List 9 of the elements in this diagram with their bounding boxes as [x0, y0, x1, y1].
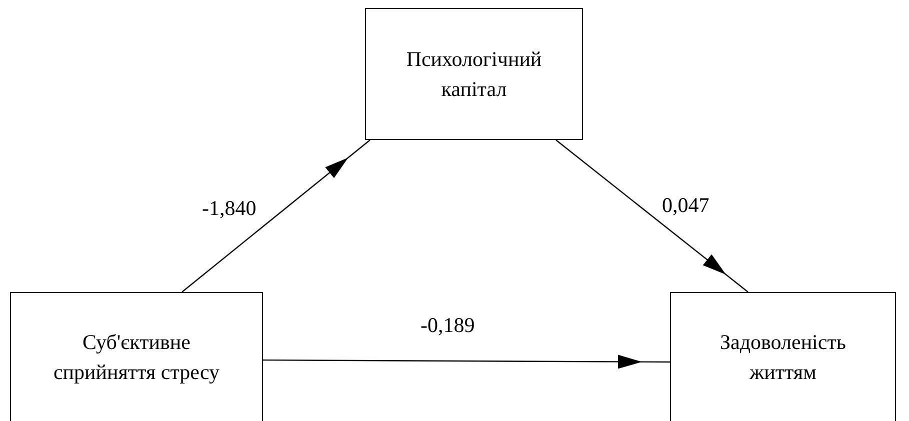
node-label: Психологічний капітал: [405, 46, 543, 103]
arrow: [556, 140, 748, 292]
arrow: [182, 140, 370, 292]
process-box: [365, 8, 583, 140]
process-box: [10, 292, 263, 421]
node-label: Задоволеність життям: [719, 328, 847, 386]
node-label: Суб'єктивне сприйняття стресу: [52, 328, 221, 386]
process-box: [670, 292, 896, 421]
arrow: [263, 354, 670, 369]
